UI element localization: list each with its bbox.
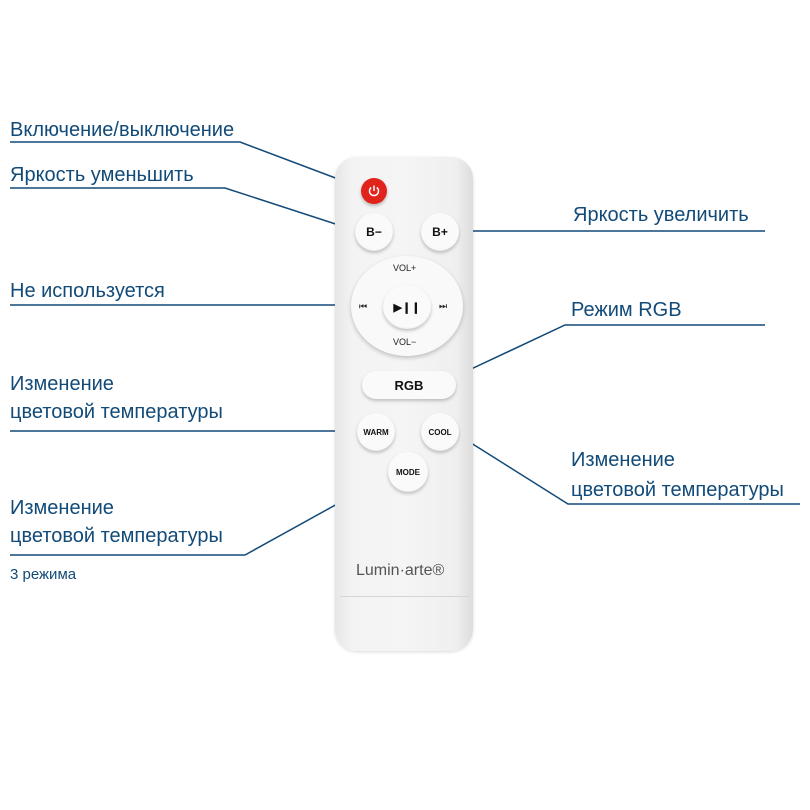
next-track-icon[interactable]: ⏭ xyxy=(439,301,447,311)
label-color-temp-left-line2: цветовой температуры xyxy=(10,401,223,423)
label-brightness-down: Яркость уменьшить xyxy=(10,164,194,186)
label-color-temp-left-line1: Изменение xyxy=(10,373,114,395)
brightness-up-button[interactable]: B+ xyxy=(421,213,459,251)
line-color-temp-right xyxy=(451,430,800,505)
label-mode-line1: Изменение xyxy=(10,497,114,519)
vol-up-label[interactable]: VOL+ xyxy=(393,263,417,273)
cool-button[interactable]: COOL xyxy=(421,413,459,451)
label-power: Включение/выключение xyxy=(10,119,235,141)
play-pause-button[interactable]: ▶❙❙ xyxy=(383,285,431,329)
label-color-temp-right-line2: цветовой температуры xyxy=(571,479,784,501)
label-mode-line2: цветовой температуры xyxy=(10,525,223,547)
rgb-button[interactable]: RGB xyxy=(362,371,456,399)
label-mode-note: 3 режима xyxy=(10,566,77,583)
brightness-down-button[interactable]: B− xyxy=(355,213,393,251)
label-brightness-up: Яркость увеличить xyxy=(573,204,749,226)
warm-button[interactable]: WARM xyxy=(357,413,395,451)
line-rgb xyxy=(451,324,765,379)
power-button[interactable] xyxy=(361,178,387,204)
remote-bottom-seam xyxy=(340,596,469,597)
power-icon xyxy=(368,185,380,197)
line-power xyxy=(10,141,363,189)
brand-logo: Lumin·arte® xyxy=(356,562,445,579)
line-brightness-down xyxy=(10,187,358,233)
play-pause-icon: ▶❙❙ xyxy=(393,301,421,314)
vol-down-label[interactable]: VOL− xyxy=(393,337,417,347)
label-rgb-mode: Режим RGB xyxy=(571,299,682,321)
label-color-temp-right-line1: Изменение xyxy=(571,449,675,471)
prev-track-icon[interactable]: ⏮ xyxy=(359,301,367,311)
label-not-used: Не используется xyxy=(10,280,165,302)
mode-button[interactable]: MODE xyxy=(388,452,428,492)
